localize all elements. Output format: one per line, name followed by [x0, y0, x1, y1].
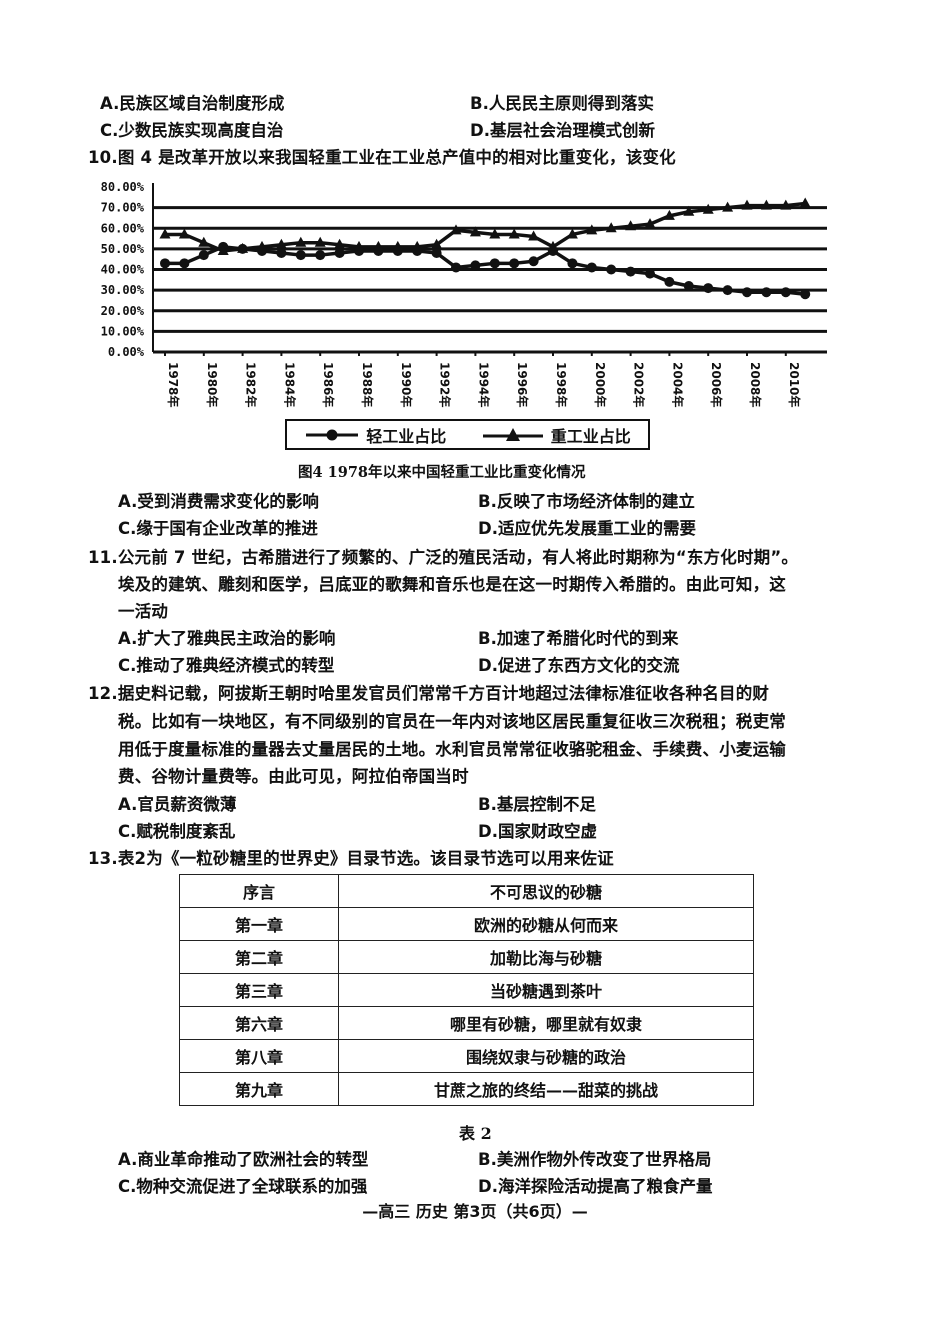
table-row: 第六章哪里有砂糖，哪里就有奴隶	[179, 1006, 754, 1040]
chapter-cell: 第六章	[179, 1006, 339, 1040]
q10-option-b: B.反映了市场经济体制的建立	[478, 492, 695, 511]
svg-text:50.00%: 50.00%	[101, 242, 145, 256]
svg-text:0.00%: 0.00%	[108, 345, 145, 359]
q12-stem-line-1: 12.据史料记载，阿拔斯王朝时哈里发官员们常常千方百计地超过法律标准征收各种名目…	[88, 684, 770, 703]
table-of-contents: 序言不可思议的砂糖 第一章欧洲的砂糖从何而来 第二章加勒比海与砂糖 第三章当砂糖…	[179, 874, 754, 1106]
table-row: 第一章欧洲的砂糖从何而来	[179, 907, 754, 941]
svg-text:2008年: 2008年	[748, 362, 763, 407]
q11-stem-line-2: 埃及的建筑、雕刻和医学，吕底亚的歌舞和音乐也是在这一时期传入希腊的。由此可知，这	[118, 575, 786, 594]
q12-stem-line-2: 税。比如有一块地区，有不同级别的官员在一年内对该地区居民重复征收三次税租；税吏常	[118, 712, 786, 731]
svg-text:70.00%: 70.00%	[101, 201, 145, 215]
chart-legend: 轻工业占比 重工业占比	[285, 419, 650, 450]
legend-item-heavy: 重工业占比	[481, 423, 631, 447]
title-cell: 哪里有砂糖，哪里就有奴隶	[338, 1006, 754, 1040]
q10-stem: 10.图 4 是改革开放以来我国轻重工业在工业总产值中的相对比重变化，该变化	[88, 148, 676, 167]
svg-text:1990年: 1990年	[399, 362, 414, 407]
q11-stem-line-3: 一活动	[118, 602, 169, 621]
line-chart: 0.00% 10.00% 20.00% 30.00% 40.00% 50.00% 60.00…	[101, 180, 827, 407]
svg-text:40.00%: 40.00%	[101, 263, 145, 277]
q13-option-c: C.物种交流促进了全球联系的加强	[118, 1177, 368, 1196]
triangle-marker-line-icon	[482, 427, 543, 441]
svg-text:1980年: 1980年	[205, 362, 220, 407]
svg-text:1984年: 1984年	[282, 362, 297, 407]
title-cell: 加勒比海与砂糖	[338, 940, 754, 974]
chapter-cell: 第二章	[179, 940, 339, 974]
svg-text:1982年: 1982年	[244, 362, 259, 407]
q9-option-b: B.人民民主原则得到落实	[470, 94, 654, 113]
q12-option-d: D.国家财政空虚	[478, 822, 597, 841]
svg-text:60.00%: 60.00%	[101, 221, 145, 235]
svg-text:1986年: 1986年	[321, 362, 336, 407]
chapter-cell: 第九章	[179, 1072, 339, 1106]
table-caption: 表 2	[459, 1124, 492, 1143]
industry-ratio-chart: 0.00% 10.00% 20.00% 30.00% 40.00% 50.00% 60.00…	[80, 178, 840, 458]
q13-option-b: B.美洲作物外传改变了世界格局	[478, 1150, 712, 1169]
title-cell: 围绕奴隶与砂糖的政治	[338, 1039, 754, 1073]
title-cell: 欧洲的砂糖从何而来	[338, 907, 754, 941]
q11-option-c: C.推动了雅典经济模式的转型	[118, 656, 335, 675]
legend-label-light: 轻工业占比	[366, 426, 447, 446]
legend-label-heavy: 重工业占比	[550, 426, 631, 446]
table-row: 第二章加勒比海与砂糖	[179, 940, 754, 974]
table-row: 第九章甘蔗之旅的终结——甜菜的挑战	[179, 1072, 754, 1106]
chapter-cell: 第一章	[179, 907, 339, 941]
figure-caption: 图4 1978年以来中国轻重工业比重变化情况	[298, 464, 586, 481]
title-cell: 不可思议的砂糖	[338, 874, 754, 908]
svg-text:2000年: 2000年	[593, 362, 608, 407]
table-row: 第三章当砂糖遇到茶叶	[179, 973, 754, 1007]
svg-text:1992年: 1992年	[438, 362, 453, 407]
chapter-cell: 第八章	[179, 1039, 339, 1073]
svg-text:10.00%: 10.00%	[101, 324, 145, 338]
q13-option-a: A.商业革命推动了欧洲社会的转型	[118, 1150, 369, 1169]
q11-option-d: D.促进了东西方文化的交流	[478, 656, 680, 675]
legend-item-light: 轻工业占比	[304, 423, 446, 447]
q11-stem-line-1: 11.公元前 7 世纪，古希腊进行了频繁的、广泛的殖民活动，有人将此时期称为“东…	[88, 548, 799, 567]
q10-option-a: A.受到消费需求变化的影响	[118, 492, 319, 511]
svg-text:1994年: 1994年	[476, 362, 491, 407]
svg-text:2010年: 2010年	[787, 362, 802, 407]
q13-stem: 13.表2为《一粒砂糖里的世界史》目录节选。该目录节选可以用来佐证	[88, 849, 614, 868]
chapter-cell: 第三章	[179, 973, 339, 1007]
table-row: 第八章围绕奴隶与砂糖的政治	[179, 1039, 754, 1073]
svg-text:1978年: 1978年	[166, 362, 181, 407]
svg-text:30.00%: 30.00%	[101, 283, 145, 297]
svg-text:80.00%: 80.00%	[101, 180, 145, 194]
chapter-cell: 序言	[179, 874, 339, 908]
title-cell: 甘蔗之旅的终结——甜菜的挑战	[338, 1072, 754, 1106]
svg-text:2004年: 2004年	[670, 362, 685, 407]
svg-text:2002年: 2002年	[632, 362, 647, 407]
circle-marker-line-icon	[306, 429, 359, 440]
q10-option-c: C.缘于国有企业改革的推进	[118, 519, 318, 538]
q11-option-b: B.加速了希腊化时代的到来	[478, 629, 679, 648]
q13-option-d: D.海洋探险活动提高了粮食产量	[478, 1177, 713, 1196]
q9-option-a: A.民族区域自治制度形成	[100, 94, 285, 113]
q9-option-d: D.基层社会治理模式创新	[470, 121, 655, 140]
table-row: 序言不可思议的砂糖	[179, 874, 754, 908]
q12-option-b: B.基层控制不足	[478, 795, 596, 814]
q12-option-c: C.赋税制度紊乱	[118, 822, 236, 841]
title-cell: 当砂糖遇到茶叶	[338, 973, 754, 1007]
q10-option-d: D.适应优先发展重工业的需要	[478, 519, 696, 538]
page-footer: —高三 历史 第3页（共6页）—	[362, 1202, 588, 1221]
q12-stem-line-3: 用低于度量标准的量器去丈量居民的土地。水利官员常常征收骆驼租金、手续费、小麦运输	[118, 740, 786, 759]
q11-option-a: A.扩大了雅典民主政治的影响	[118, 629, 336, 648]
q12-stem-line-4: 费、谷物计量费等。由此可见，阿拉伯帝国当时	[118, 767, 469, 786]
svg-text:1988年: 1988年	[360, 362, 375, 407]
q12-option-a: A.官员薪资微薄	[118, 795, 237, 814]
svg-text:2006年: 2006年	[709, 362, 724, 407]
svg-text:1996年: 1996年	[515, 362, 530, 407]
svg-text:1998年: 1998年	[554, 362, 569, 407]
q9-option-c: C.少数民族实现高度自治	[100, 121, 284, 140]
svg-text:20.00%: 20.00%	[101, 304, 145, 318]
